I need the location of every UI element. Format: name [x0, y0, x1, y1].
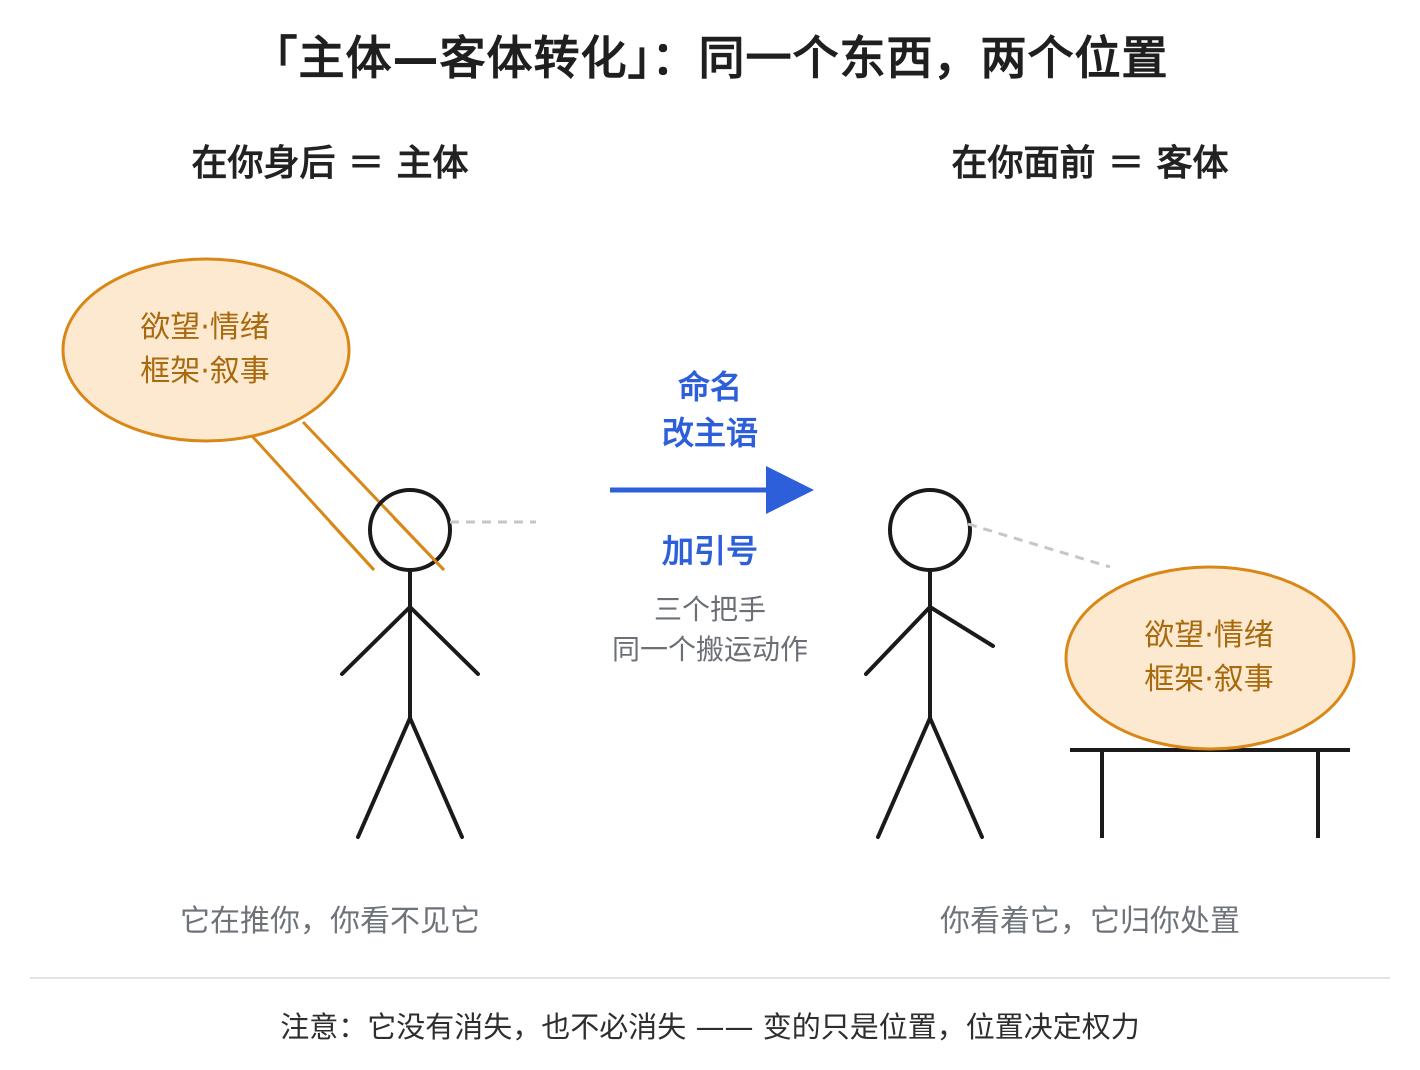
right-gaze-line	[967, 522, 1111, 569]
left-bubble-ray-1-overlay	[328, 520, 376, 572]
left-figure-leg-right	[408, 716, 464, 839]
left-bubble-line-1: 欲望·情绪	[140, 310, 270, 345]
transition-note-line-2: 同一个搬运动作	[611, 633, 808, 666]
transition-note: 三个把手 同一个搬运动作	[560, 590, 860, 670]
right-figure-head	[888, 488, 972, 572]
diagram-title: 「主体—客体转化」：同一个东西，两个位置	[251, 31, 1169, 85]
right-caption: 你看着它，它归你处置	[940, 904, 1240, 939]
left-figure-head	[368, 488, 452, 572]
left-figure-arm-right	[408, 605, 480, 676]
table	[1070, 748, 1350, 838]
right-figure-arm-right	[928, 605, 995, 648]
action-naming: 命名	[677, 368, 742, 406]
left-stick-figure	[340, 488, 480, 839]
footnote: 注意：它没有消失，也不必消失 —— 变的只是位置，位置决定权力	[280, 1010, 1140, 1044]
left-bubble-line-2: 框架·叙事	[140, 354, 270, 389]
left-caption: 它在推你，你看不见它	[180, 904, 480, 939]
right-figure-arm-left	[864, 605, 932, 676]
right-figure-leg-right	[928, 716, 984, 839]
right-figure-leg-left	[876, 716, 932, 839]
right-bubble-line-2: 框架·叙事	[1144, 662, 1274, 697]
right-heading-object: 在你面前 ＝ 客体	[951, 143, 1229, 184]
transition-arrow-head	[766, 466, 814, 514]
action-add-quotes: 加引号	[661, 532, 758, 570]
right-thought-bubble	[1064, 565, 1356, 751]
right-bubble-label: 欲望·情绪 框架·叙事	[1069, 614, 1349, 702]
right-stick-figure	[864, 488, 995, 839]
transition-note-line-1: 三个把手	[653, 593, 766, 626]
left-heading-subject: 在你身后 ＝ 主体	[191, 143, 469, 184]
right-bubble-line-1: 欲望·情绪	[1144, 618, 1274, 653]
left-thought-bubble	[61, 257, 351, 443]
left-figure-leg-left	[356, 716, 412, 839]
left-bubble-ray-2-overlay	[392, 516, 446, 572]
transition-action-top: 命名 改主语	[560, 364, 860, 456]
left-bubble-label: 欲望·情绪 框架·叙事	[65, 306, 345, 394]
action-change-subject: 改主语	[661, 414, 758, 452]
left-figure-arm-left	[340, 605, 412, 676]
